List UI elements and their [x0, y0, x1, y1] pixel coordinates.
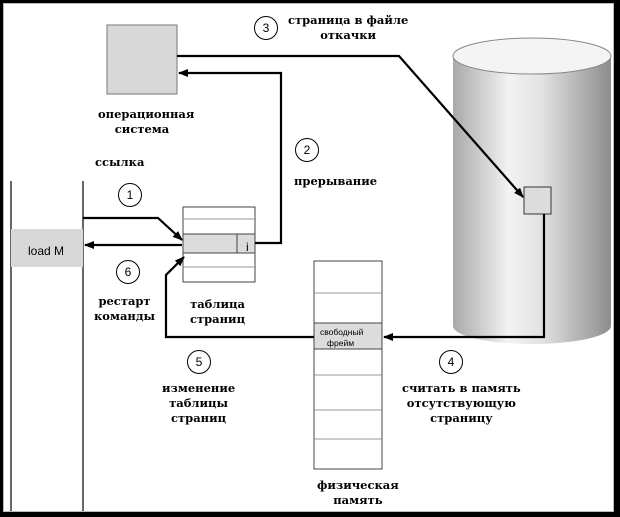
- restart-label: рестарт команды: [94, 294, 156, 323]
- page-in-swap-label: страница в файле откачки: [288, 13, 409, 42]
- disk-cylinder: [452, 37, 612, 344]
- page-table-row: [182, 233, 256, 254]
- step-5-circle: 5: [187, 350, 211, 374]
- os-label: операционная система: [98, 107, 195, 136]
- step-3-circle: 3: [254, 16, 278, 40]
- arrow-reset-table: [164, 256, 314, 339]
- diagram-canvas: операционная система ссылка прерывание с…: [3, 3, 614, 512]
- free-frame-cell: [313, 322, 383, 350]
- arrow-find-on-disk: [177, 54, 524, 198]
- cylinder-bottom: [453, 308, 611, 344]
- arrow-bring-in: [383, 214, 546, 341]
- step-6-circle: 6: [116, 260, 140, 284]
- step-4-circle: 4: [439, 350, 463, 374]
- page-table: [182, 206, 256, 283]
- diagram-graphics: [10, 24, 612, 511]
- invalid-bit-text: i: [246, 240, 249, 254]
- physical-memory: [313, 260, 383, 470]
- reference-label: ссылка: [95, 155, 145, 169]
- disk-page-box: [523, 186, 552, 215]
- free-frame-text: свободный фрейм: [320, 327, 364, 348]
- read-page-label: считать в память отсутствующую страницу: [402, 381, 521, 425]
- update-table-label: изменение таблицы страниц: [162, 381, 236, 425]
- step-1-circle: 1: [118, 183, 142, 207]
- page-table-label: таблица страниц: [190, 297, 246, 326]
- program-box: [10, 181, 84, 511]
- step-2-circle: 2: [295, 138, 319, 162]
- interrupt-label: прерывание: [294, 174, 378, 188]
- load-instruction-text: load M: [28, 244, 65, 258]
- os-box: [106, 24, 178, 95]
- arrow-reference: [83, 216, 183, 241]
- arrow-trap: [178, 69, 283, 245]
- physical-memory-label: физическая память: [317, 478, 399, 507]
- load-instruction-cell: [11, 229, 83, 267]
- cylinder-top: [452, 37, 612, 75]
